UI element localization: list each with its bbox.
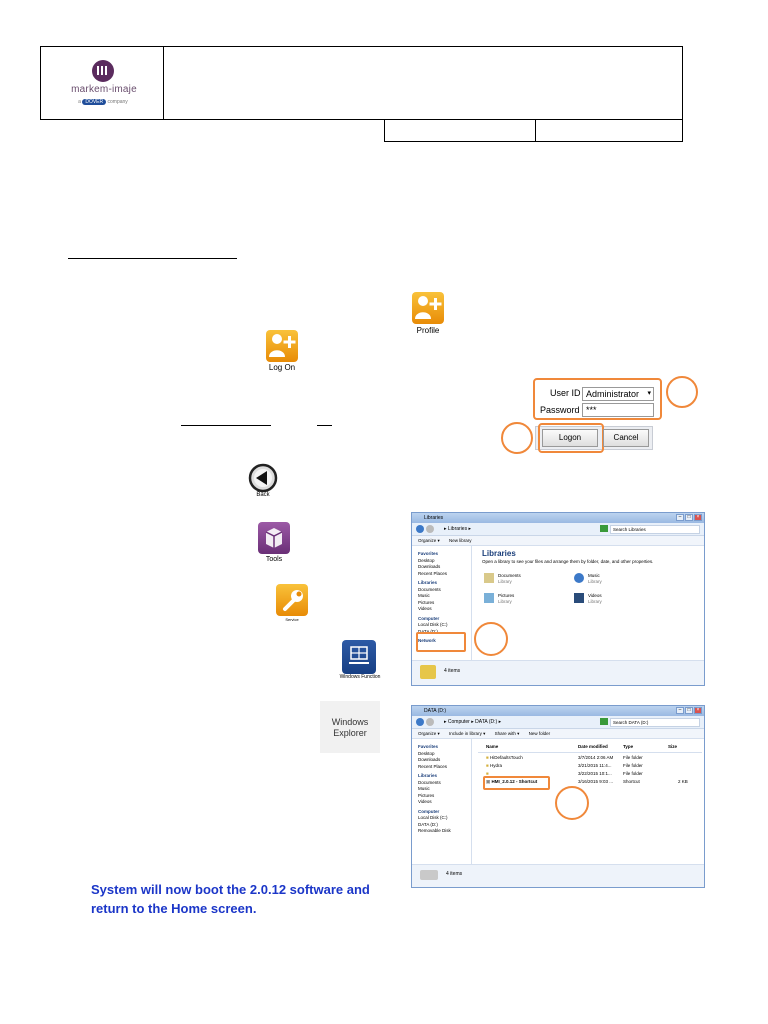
- organize-menu[interactable]: Organize ▾: [418, 538, 440, 543]
- back-icon[interactable]: [248, 463, 278, 493]
- tools-icon[interactable]: [258, 522, 290, 554]
- step-marker-circle: [555, 786, 589, 820]
- windows-function-label: Windows Function: [339, 674, 381, 680]
- forward-arrow-icon[interactable]: [426, 525, 434, 533]
- videos-library-icon[interactable]: [574, 593, 584, 603]
- maximize-icon[interactable]: □: [685, 514, 693, 521]
- userid-label: User ID: [550, 388, 581, 398]
- back-arrow-icon[interactable]: [416, 525, 424, 533]
- drive-icon: [420, 870, 438, 880]
- service-icon[interactable]: [276, 584, 308, 616]
- data-drive-highlight: [416, 632, 466, 652]
- text-underline-2: [317, 425, 332, 426]
- minimize-icon[interactable]: –: [676, 514, 684, 521]
- close-icon[interactable]: ×: [694, 707, 702, 714]
- profile-label: Profile: [416, 326, 440, 335]
- cancel-button[interactable]: Cancel: [603, 429, 649, 447]
- libraries-subtitle: Open a library to see your files and arr…: [482, 559, 654, 564]
- libraries-status-bar: 4 items: [412, 660, 704, 685]
- data-status-bar: 4 items: [412, 864, 704, 887]
- data-toolbar: Organize ▾ Include in library ▾ Share wi…: [412, 729, 704, 739]
- column-name[interactable]: Name: [486, 744, 499, 749]
- folder-icon: ■: [486, 771, 489, 776]
- folder-icon: ■: [486, 755, 489, 760]
- text-underline-1: [181, 425, 271, 426]
- libraries-search-input[interactable]: Search Libraries: [610, 525, 700, 534]
- header-divider: [163, 46, 164, 120]
- boot-note: System will now boot the 2.0.12 software…: [91, 882, 370, 916]
- credentials-highlight: [533, 378, 662, 420]
- data-address-bar[interactable]: ▸ Computer ▸ DATA (D:) ▸ Search DATA (D:…: [412, 716, 704, 729]
- column-date[interactable]: Date modified: [578, 744, 608, 749]
- step-marker-circle: [501, 422, 533, 454]
- libraries-window: Libraries –□× ▸ Libraries ▸ Search Libra…: [411, 512, 705, 686]
- tools-label: Tools: [265, 556, 283, 563]
- forward-arrow-icon[interactable]: [426, 718, 434, 726]
- libraries-title-bar: Libraries –□×: [412, 513, 704, 523]
- password-input[interactable]: ***: [582, 403, 654, 417]
- shortcut-icon: ▣: [486, 779, 491, 784]
- logo-text: markem-imaje: [71, 84, 137, 95]
- userid-select[interactable]: Administrator ▾: [582, 387, 654, 401]
- dover-badge: DOVER: [82, 99, 107, 105]
- refresh-icon[interactable]: [600, 525, 608, 532]
- data-search-input[interactable]: Search DATA (D:): [610, 718, 700, 727]
- hmi-shortcut-highlight: [483, 776, 550, 790]
- data-title-bar: DATA (D:) –□×: [412, 706, 704, 716]
- refresh-icon[interactable]: [600, 718, 608, 725]
- folder-icon: ■: [486, 763, 489, 768]
- step-marker-circle: [474, 622, 508, 656]
- file-list-header: Name Date modified Type Size: [478, 744, 702, 753]
- windows-function-icon[interactable]: [342, 640, 376, 674]
- nav-item-data-d[interactable]: DATA (D:): [418, 628, 438, 634]
- column-size[interactable]: Size: [668, 744, 678, 749]
- folder-icon: [420, 665, 436, 679]
- libraries-heading: Libraries: [482, 549, 516, 558]
- documents-library-icon[interactable]: [484, 573, 494, 583]
- libraries-toolbar: Organize ▾ New library: [412, 536, 704, 546]
- music-library-icon[interactable]: [574, 573, 584, 583]
- header-subcell-1: [384, 120, 536, 142]
- logo-bars: [97, 66, 109, 75]
- logo-tagline: a DOVER company: [78, 99, 128, 105]
- minimize-icon[interactable]: –: [676, 707, 684, 714]
- maximize-icon[interactable]: □: [685, 707, 693, 714]
- section-heading-underline: [68, 258, 237, 259]
- logon-icon[interactable]: [266, 330, 298, 362]
- back-arrow-icon[interactable]: [416, 718, 424, 726]
- column-type[interactable]: Type: [623, 744, 634, 749]
- new-library-button[interactable]: New library: [449, 538, 472, 543]
- windows-explorer-button[interactable]: Windows Explorer: [320, 701, 380, 753]
- step-marker-circle: [666, 376, 698, 408]
- libraries-address-bar[interactable]: ▸ Libraries ▸ Search Libraries: [412, 523, 704, 536]
- header-subcell-2: [535, 120, 683, 142]
- logon-button[interactable]: Logon: [542, 429, 598, 447]
- password-label: Password: [540, 405, 580, 415]
- header-table: [40, 46, 683, 120]
- markem-logo-icon: [92, 60, 114, 82]
- back-label: Back: [256, 492, 270, 498]
- logon-label: Log On: [268, 363, 296, 372]
- data-nav-pane: Favorites Desktop Downloads Recent Place…: [412, 738, 472, 866]
- close-icon[interactable]: ×: [694, 514, 702, 521]
- dropdown-arrow-icon: ▾: [647, 390, 651, 397]
- service-label: Service: [285, 617, 299, 622]
- libraries-nav-pane: Favorites Desktop Downloads Recent Place…: [412, 545, 472, 663]
- profile-icon[interactable]: [412, 292, 444, 324]
- pictures-library-icon[interactable]: [484, 593, 494, 603]
